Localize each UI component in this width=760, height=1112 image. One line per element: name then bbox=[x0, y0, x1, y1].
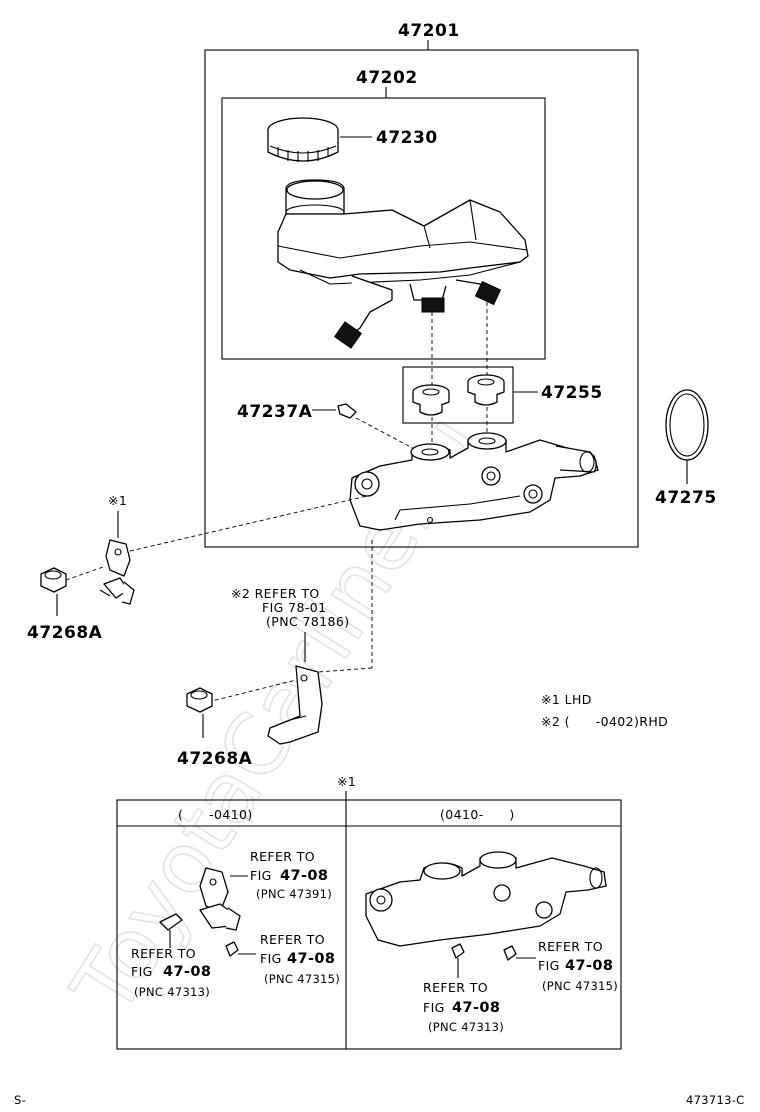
left-ref-a-fig[interactable]: FIG bbox=[250, 868, 272, 883]
right-ref-b-pnc[interactable]: (PNC 47315) bbox=[542, 979, 618, 993]
left-ref-b-num[interactable]: 47-08 bbox=[163, 964, 211, 980]
o-ring-inner bbox=[669, 393, 705, 457]
left-ref-a-num[interactable]: 47-08 bbox=[280, 868, 328, 884]
left-ref-c-num[interactable]: 47-08 bbox=[287, 951, 335, 967]
refer-fig[interactable]: FIG 78-01 bbox=[262, 600, 326, 615]
right-ref-a-fig[interactable]: FIG bbox=[423, 1000, 445, 1015]
master-cylinder-illustration bbox=[349, 432, 599, 531]
dashed-guide bbox=[207, 679, 297, 703]
dashed-guide bbox=[317, 667, 373, 673]
part-number-47268a-left[interactable]: 47268A bbox=[27, 623, 103, 643]
right-ref-b-num[interactable]: 47-08 bbox=[565, 958, 613, 974]
table-header-left: ( -0410) bbox=[178, 807, 253, 822]
refer-text[interactable]: ※2 REFER TO bbox=[231, 586, 320, 601]
part-number-47237a[interactable]: 47237A bbox=[237, 402, 313, 422]
left-ref-b-fig[interactable]: FIG bbox=[131, 964, 153, 979]
bracket-illustration bbox=[99, 539, 135, 605]
dashed-guide bbox=[355, 417, 421, 453]
assembly-frame-47201 bbox=[204, 49, 639, 548]
note-mark-1: ※1 bbox=[108, 493, 127, 508]
part-number-47275[interactable]: 47275 bbox=[655, 488, 717, 508]
variant-table bbox=[116, 799, 622, 1050]
left-ref-a-text[interactable]: REFER TO bbox=[250, 849, 315, 864]
left-ref-c-pnc[interactable]: (PNC 47315) bbox=[264, 972, 340, 986]
left-ref-c-text[interactable]: REFER TO bbox=[260, 932, 325, 947]
right-ref-a-pnc[interactable]: (PNC 47313) bbox=[428, 1020, 504, 1034]
part-number-47230[interactable]: 47230 bbox=[376, 128, 438, 148]
rhd-bracket-illustration bbox=[267, 665, 323, 745]
refer-pnc[interactable]: (PNC 78186) bbox=[266, 614, 350, 629]
right-ref-a-text[interactable]: REFER TO bbox=[423, 980, 488, 995]
reservoir-tank-illustration bbox=[277, 179, 529, 349]
left-variant-bracket bbox=[159, 867, 241, 957]
dashed-guide bbox=[65, 565, 107, 581]
left-ref-c-fig[interactable]: FIG bbox=[260, 951, 282, 966]
left-ref-a-pnc[interactable]: (PNC 47391) bbox=[256, 887, 332, 901]
table-header-right: (0410- ) bbox=[440, 807, 515, 822]
table-note-mark-1: ※1 bbox=[337, 774, 356, 789]
part-number-47268a-bottom[interactable]: 47268A bbox=[177, 749, 253, 769]
right-ref-b-text[interactable]: REFER TO bbox=[538, 939, 603, 954]
legend-lhd: ※1 LHD bbox=[541, 692, 592, 707]
left-ref-b-pnc[interactable]: (PNC 47313) bbox=[134, 985, 210, 999]
legend-rhd: ※2 ( -0402)RHD bbox=[541, 714, 668, 729]
reservoir-cap-illustration bbox=[267, 117, 339, 162]
part-number-47255[interactable]: 47255 bbox=[541, 383, 603, 403]
right-ref-a-num[interactable]: 47-08 bbox=[452, 1000, 500, 1016]
nut-illustration bbox=[186, 687, 213, 713]
nut-illustration bbox=[40, 567, 67, 593]
dashed-guide bbox=[129, 495, 368, 552]
footer-left: S- bbox=[14, 1093, 26, 1107]
left-ref-b-text[interactable]: REFER TO bbox=[131, 946, 196, 961]
o-ring-illustration bbox=[665, 389, 709, 461]
bleeder-screw-illustration bbox=[337, 403, 357, 419]
assembly-frame-47202 bbox=[221, 97, 546, 360]
footer-right: 473713-C bbox=[686, 1093, 744, 1107]
right-variant-master-cylinder bbox=[365, 851, 607, 961]
part-number-47201[interactable]: 47201 bbox=[398, 21, 460, 41]
grommet-seals-illustration bbox=[412, 374, 505, 416]
assembly-frame-47255 bbox=[402, 366, 514, 424]
part-number-47202[interactable]: 47202 bbox=[356, 68, 418, 88]
right-ref-b-fig[interactable]: FIG bbox=[538, 958, 560, 973]
